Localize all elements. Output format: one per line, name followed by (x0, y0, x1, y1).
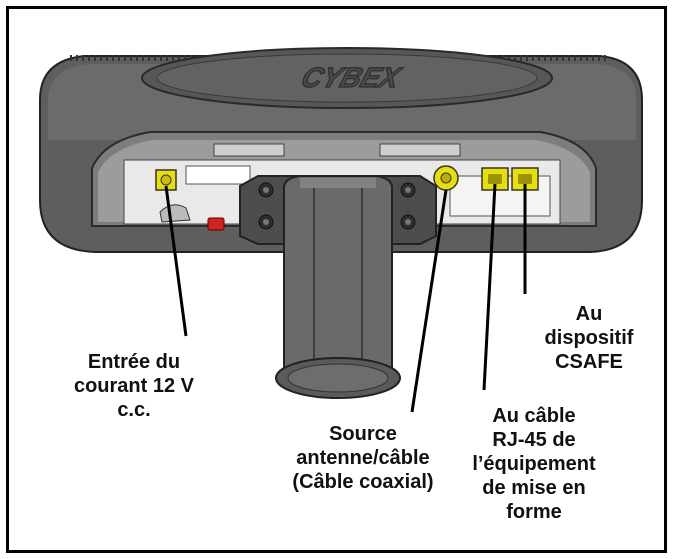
cable-clip (159, 204, 191, 223)
cybex-logo: CYBEX (297, 63, 405, 94)
label-rj45-cable: Au câble RJ-45 de l’équipement de mise e… (472, 405, 596, 523)
red-button (207, 217, 225, 231)
label-power-input: Entrée du courant 12 V c.c. (73, 351, 195, 421)
leader-line-rj45 (482, 183, 497, 391)
label-antenna-source: Source antenne/câble (Câble coaxial) (292, 423, 434, 493)
label-csafe-device: Au dispositif CSAFE (544, 303, 634, 373)
support-mast (283, 175, 393, 381)
leader-line-power (164, 185, 188, 337)
leader-line-antenna (410, 189, 448, 413)
